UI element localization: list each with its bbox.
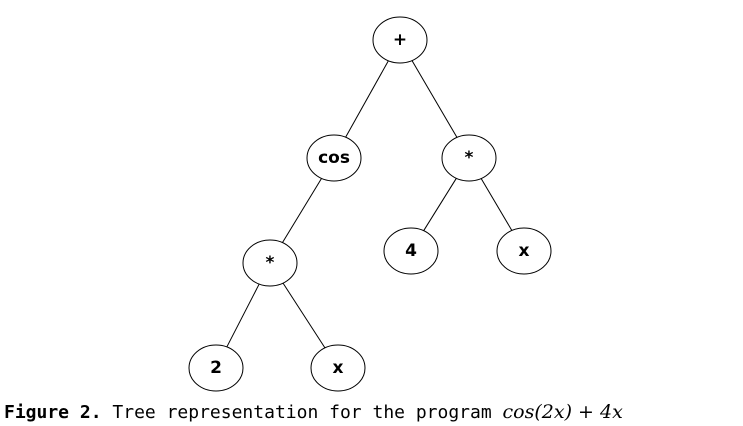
node-ellipse-two: [188, 344, 244, 392]
tree-node-plus: +: [372, 16, 428, 64]
node-label-mul_right: *: [465, 148, 474, 168]
node-ellipse-mul_left: [242, 239, 298, 287]
edge-plus-cos: [345, 60, 389, 138]
tree-node-x_right: x: [496, 227, 552, 275]
node-label-cos: cos: [318, 148, 350, 168]
node-ellipse-x_right: [496, 227, 552, 275]
tree-node-four: 4: [383, 227, 439, 275]
tree-diagram: + cos * * 4 x 2 x: [188, 16, 552, 392]
node-ellipse-x_left: [310, 344, 366, 392]
edge-mul_right-four: [423, 178, 457, 231]
node-label-four: 4: [405, 241, 417, 261]
node-label-plus: +: [393, 30, 407, 50]
edge-plus-mul_right: [411, 60, 458, 138]
edge-mul_right-x_right: [480, 178, 513, 231]
figure-caption: Figure 2. Tree representation for the pr…: [4, 400, 623, 425]
tree-node-mul_right: *: [441, 134, 497, 182]
tree-node-x_left: x: [310, 344, 366, 392]
edge-mul_left-x_left: [282, 282, 326, 349]
tree-node-mul_left: *: [242, 239, 298, 287]
node-ellipse-cos: [306, 134, 362, 182]
node-label-mul_left: *: [266, 253, 275, 273]
node-layer: + cos * * 4 x 2 x: [188, 16, 552, 392]
edge-layer: [226, 60, 513, 349]
tree-node-two: 2: [188, 344, 244, 392]
node-label-x_right: x: [519, 241, 530, 261]
caption-text: Tree representation for the program: [112, 402, 492, 423]
edge-cos-mul_left: [282, 178, 322, 243]
edge-mul_left-two: [226, 283, 260, 348]
node-ellipse-plus: [372, 16, 428, 64]
node-ellipse-four: [383, 227, 439, 275]
figure-label: Figure 2.: [4, 402, 102, 423]
node-ellipse-mul_right: [441, 134, 497, 182]
node-label-x_left: x: [333, 358, 344, 378]
tree-node-cos: cos: [306, 134, 362, 182]
node-label-two: 2: [210, 358, 222, 378]
caption-formula: cos(2x) + 4x: [502, 401, 623, 423]
